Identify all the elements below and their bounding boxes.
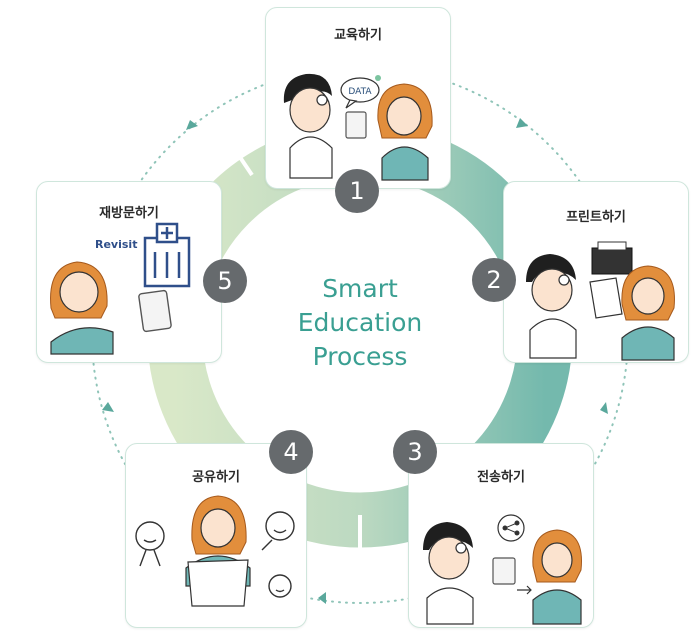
- illustration-doctor-patient-tablet: DATA: [283, 73, 433, 181]
- step-number-3: 3: [393, 430, 437, 474]
- illustration-send: [423, 514, 582, 625]
- patient-figure: [532, 529, 582, 625]
- step-label: 재방문하기: [99, 206, 159, 221]
- step-card-4: 공유하기: [125, 443, 307, 628]
- patient-figure: [621, 265, 675, 361]
- step-number-2: 2: [472, 258, 516, 302]
- title-line: Education: [297, 308, 423, 337]
- arrow-icon: [517, 585, 532, 595]
- tablet-icon: [492, 557, 516, 585]
- doctor-figure: [283, 73, 333, 179]
- step-label: 공유하기: [192, 470, 240, 485]
- tablet-icon: [138, 289, 172, 333]
- step-label: 전송하기: [477, 470, 525, 485]
- smiley-icon: [135, 511, 295, 598]
- step-number-1: 1: [335, 169, 379, 213]
- step-label: 프린트하기: [566, 210, 626, 225]
- diagram-title: Smart Education Process: [250, 272, 470, 374]
- illustration-revisit: Revisit: [50, 222, 191, 355]
- step-card-2: 프린트하기: [503, 181, 689, 363]
- tablet-icon: [345, 111, 367, 139]
- smiley-faces: [139, 529, 287, 593]
- step-card-5: 재방문하기 Revisit: [36, 181, 222, 363]
- patient-figure: [185, 495, 251, 607]
- patient-figure: [377, 83, 433, 181]
- step-card-3: 전송하기: [408, 443, 594, 628]
- arrow-icon: [600, 402, 608, 414]
- patient-figure: [50, 261, 114, 355]
- printer-icon: [589, 241, 633, 319]
- title-line: Smart: [322, 274, 398, 303]
- doctor-figure: [423, 522, 474, 625]
- step-card-1: 교육하기 DATA: [265, 7, 451, 189]
- step-number-4: 4: [269, 430, 313, 474]
- arrow-icon: [102, 402, 114, 412]
- orbit-arrows: [102, 118, 608, 604]
- revisit-tag: Revisit: [95, 238, 137, 251]
- hospital-icon: [143, 222, 191, 288]
- illustration-share: [135, 495, 295, 607]
- step-number-5: 5: [203, 259, 247, 303]
- data-bubble-text: DATA: [348, 87, 372, 97]
- step-label: 교육하기: [334, 28, 382, 43]
- illustration-printer: [526, 241, 675, 361]
- share-icon: [497, 514, 525, 542]
- arrow-icon: [186, 120, 198, 130]
- data-bubble: DATA: [340, 75, 381, 109]
- doctor-figure: [526, 254, 577, 359]
- title-line: Process: [312, 342, 408, 371]
- arrow-icon: [318, 592, 326, 604]
- arrow-icon: [516, 118, 528, 128]
